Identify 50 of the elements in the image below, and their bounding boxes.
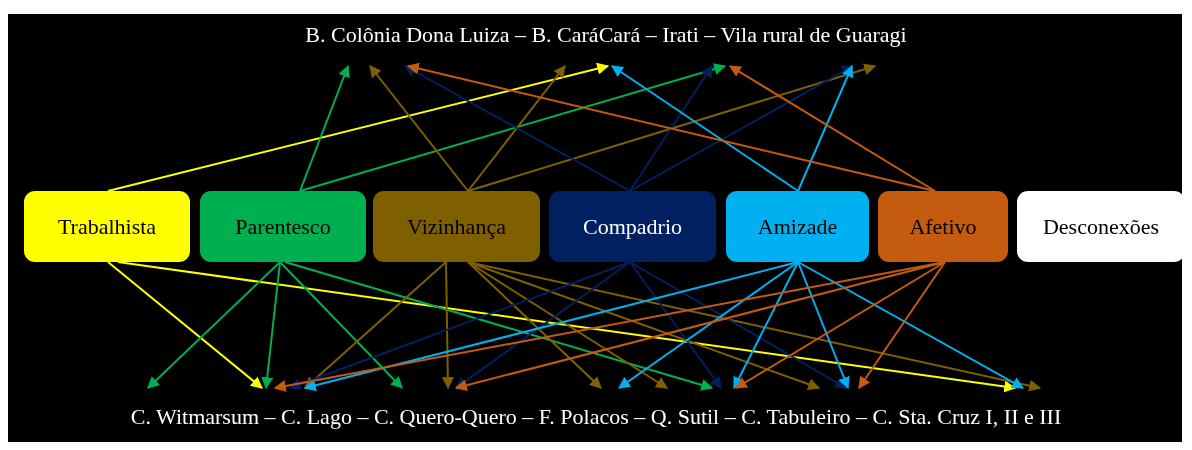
arrow — [107, 261, 263, 389]
place-list-text: B. Colônia Dona Luiza – B. CaráCará – Irati – Vila rural de Guaragi — [305, 22, 907, 48]
arrow — [284, 261, 714, 391]
category-label: Parentesco — [235, 213, 331, 240]
arrow — [858, 261, 946, 389]
place-list-text: C. Witmarsum – C. Lago – C. Quero-Quero – F. Polacos – Q. Sutil – C. Tabuleiro – C. Sta. Cruz I, II e III — [130, 404, 1062, 430]
arrow — [611, 65, 799, 192]
arrow — [288, 261, 631, 390]
arrow — [117, 261, 1017, 393]
category-box — [726, 191, 869, 262]
arrow — [734, 261, 946, 389]
arrow — [279, 261, 403, 389]
arrow — [733, 261, 799, 390]
arrow — [261, 261, 281, 390]
arrow — [797, 261, 850, 390]
category-box — [878, 191, 1008, 262]
category-label: Amizade — [757, 213, 838, 240]
arrow — [797, 261, 1025, 389]
category-box — [549, 191, 716, 262]
category-label: Desconexões — [1042, 213, 1160, 240]
category-label: Trabalhista — [57, 213, 157, 240]
arrow — [629, 65, 855, 192]
category-box — [373, 191, 540, 262]
category-label: Afetivo — [909, 213, 977, 240]
arrow — [618, 261, 799, 389]
arrow — [467, 261, 602, 389]
arrow — [467, 63, 877, 192]
arrow — [303, 261, 799, 392]
arrow — [147, 261, 281, 389]
arrow — [467, 261, 821, 390]
arrow — [629, 65, 713, 192]
arrow — [107, 62, 610, 192]
arrow — [403, 65, 631, 192]
arrow — [299, 64, 350, 192]
category-box — [200, 191, 366, 262]
arrow — [455, 261, 631, 389]
arrow — [369, 65, 469, 192]
category-label: Vizinhança — [407, 213, 506, 240]
category-label: Compadrio — [583, 213, 682, 240]
category-box — [1017, 191, 1185, 262]
category-box — [24, 191, 190, 262]
arrow — [629, 261, 848, 389]
arrow — [304, 261, 447, 389]
arrow — [467, 65, 566, 192]
arrow — [797, 64, 854, 192]
arrow — [629, 261, 722, 389]
arrow — [467, 261, 668, 389]
arrow — [299, 63, 727, 192]
arrow — [729, 65, 936, 192]
arrow — [441, 261, 454, 390]
